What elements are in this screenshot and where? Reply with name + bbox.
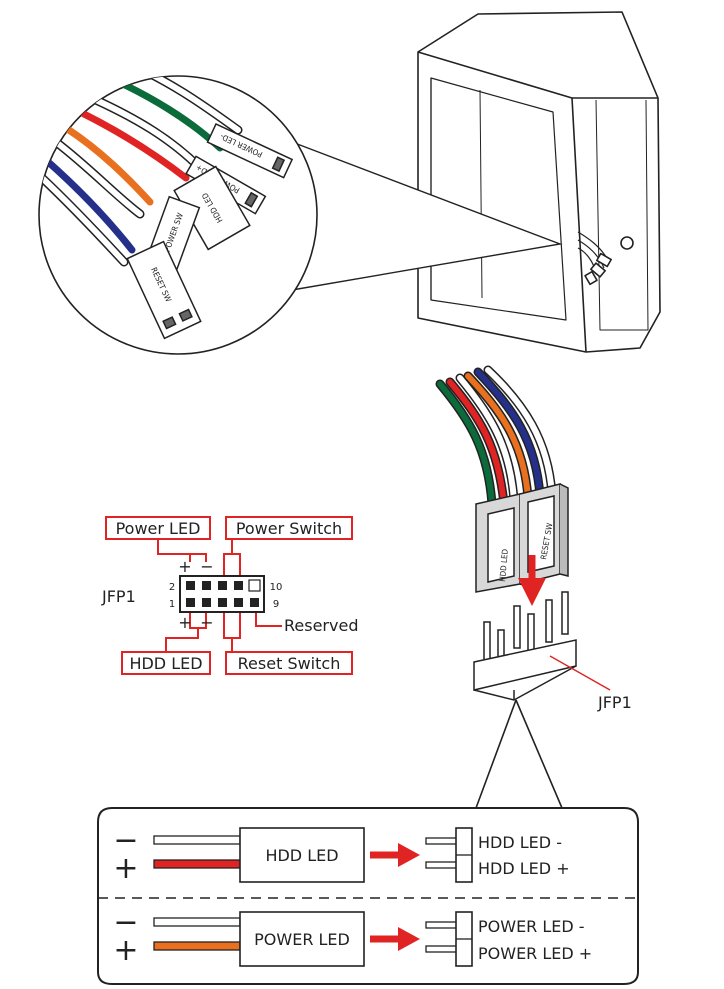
row1-pin-plus: HDD LED + <box>478 859 570 878</box>
sign-plus-top: + <box>178 557 191 576</box>
callout-cone <box>291 141 563 291</box>
label-reset-switch: Reset Switch <box>238 654 341 673</box>
detail-box: − + HDD LED HDD LED - HDD LED + − + POWE… <box>97 807 639 985</box>
pin-9: 9 <box>273 599 279 610</box>
header-name: JFP1 <box>101 587 136 606</box>
jfp1-header-diagram: Power LED Power Switch HDD LED Reset Swi… <box>101 516 358 675</box>
row1-box: HDD LED <box>265 846 338 865</box>
label-power-led: Power LED <box>116 519 201 538</box>
plug-hdd-led: HDD LED <box>498 548 510 582</box>
zoom-circle: POWER LED- POWER LED+ HDD LED POWER SW <box>38 75 318 355</box>
row1-pin-minus: HDD LED - <box>478 833 562 852</box>
row2-box: POWER LED <box>254 930 350 949</box>
plug-assembly: HDD LED RESET SW JFP1 <box>435 365 632 809</box>
row2-plus: + <box>113 933 138 968</box>
label-reserved: Reserved <box>284 616 358 635</box>
pin-10: 10 <box>270 582 283 593</box>
row1-plus: + <box>113 851 138 886</box>
sign-plus-bottom: + <box>178 613 191 632</box>
sign-minus-top: − <box>200 557 213 576</box>
plug-header-label: JFP1 <box>597 693 632 712</box>
row2-minus: − <box>113 905 138 940</box>
pin-2: 2 <box>169 582 175 593</box>
row2-pin-minus: POWER LED - <box>478 917 585 936</box>
pc-case <box>417 11 661 353</box>
row2-pin-plus: POWER LED + <box>478 944 592 963</box>
label-hdd-led: HDD LED <box>129 654 202 673</box>
pin-1: 1 <box>169 599 175 610</box>
label-power-switch: Power Switch <box>236 519 342 538</box>
sign-minus-bottom: − <box>200 613 213 632</box>
row1-minus: − <box>113 823 138 858</box>
